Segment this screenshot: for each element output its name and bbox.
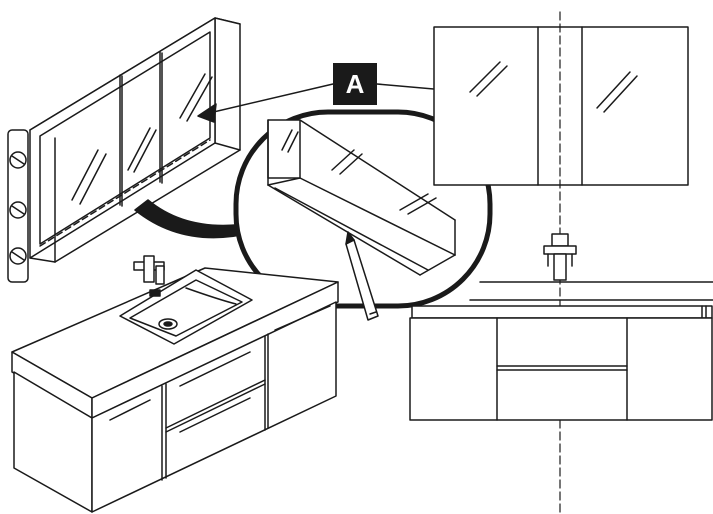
wall-anchor-bolts	[7, 129, 29, 283]
mirror-cabinet-front-view	[433, 26, 689, 186]
faucet	[133, 255, 165, 297]
mirror-cabinet-isometric	[29, 17, 241, 263]
magnified-shelf-detail	[233, 109, 493, 309]
pencil-marker	[345, 231, 379, 321]
front-view-base-cabinet	[409, 281, 713, 421]
washbasin	[119, 269, 253, 345]
callout-label-a: A	[333, 63, 377, 105]
center-anchor-bolt	[543, 233, 577, 281]
